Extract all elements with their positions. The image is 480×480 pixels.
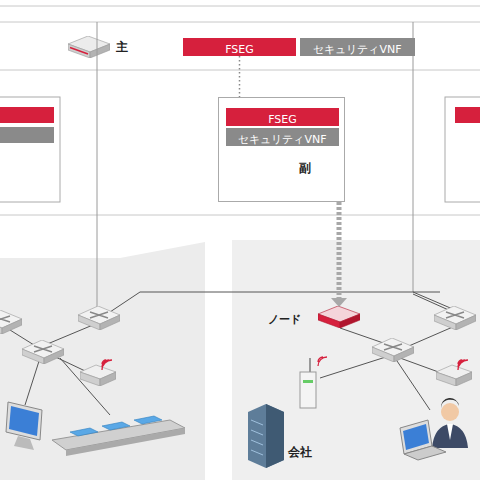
node-device: ノード — [268, 308, 363, 330]
fseg-box: FSEG — [226, 108, 339, 126]
node-text: FSEG — [225, 42, 254, 58]
vnf-box: セキュリティVNF — [300, 38, 415, 56]
device-label: 主 — [116, 39, 128, 56]
node-text: FSEG — [268, 112, 297, 128]
fseg-box: FSEG — [183, 38, 296, 56]
vnf-box: セキュリティVNF — [226, 128, 339, 146]
node-text: セキュリティVNF — [313, 42, 401, 58]
node-text: ノード — [268, 310, 301, 330]
site-label: 会社 — [288, 444, 312, 461]
sub-panel: 副 FSEG セキュリティVNF — [218, 97, 345, 202]
node-text: 副 — [299, 160, 311, 177]
connector — [331, 202, 347, 307]
node-text: セキュリティVNF — [238, 132, 326, 148]
